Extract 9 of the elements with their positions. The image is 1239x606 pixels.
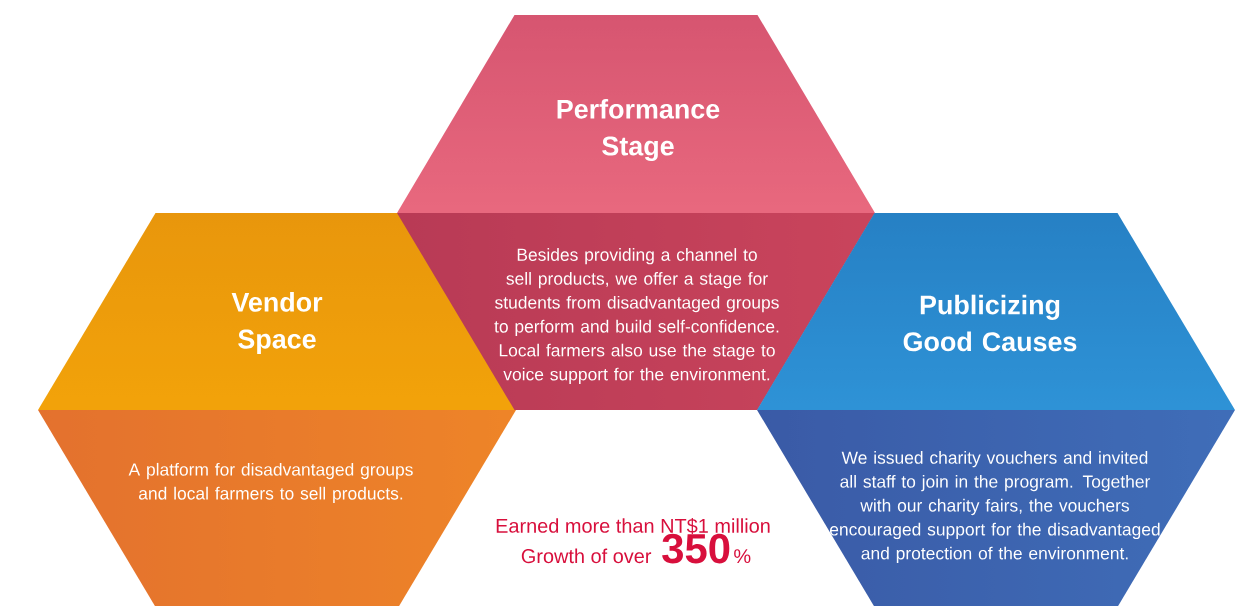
body-text: We issued charity vouchers and invited all staff to join in the program. Together with our charity fairs, the vouchers encouraged support for the disadvantaged and protection of the environment.: [830, 451, 1160, 563]
highlight-text: Growth of over: [521, 548, 652, 564]
big-number: 350: [662, 533, 730, 564]
heading: Performance Stage: [557, 98, 720, 162]
heading: Vendor Space: [231, 292, 323, 354]
body-text: Besides providing a channel to sell products, we offer a stage for students from disadvantaged groups to perform and build self-confidence. Local farmers also use the stage to voice support for the environment.: [494, 248, 779, 384]
body-text: A platform for disadvantaged groups and local farmers to sell products.: [128, 462, 413, 504]
percent-sign: %: [734, 549, 751, 564]
heading: Publicizing Good Causes: [903, 294, 1077, 352]
